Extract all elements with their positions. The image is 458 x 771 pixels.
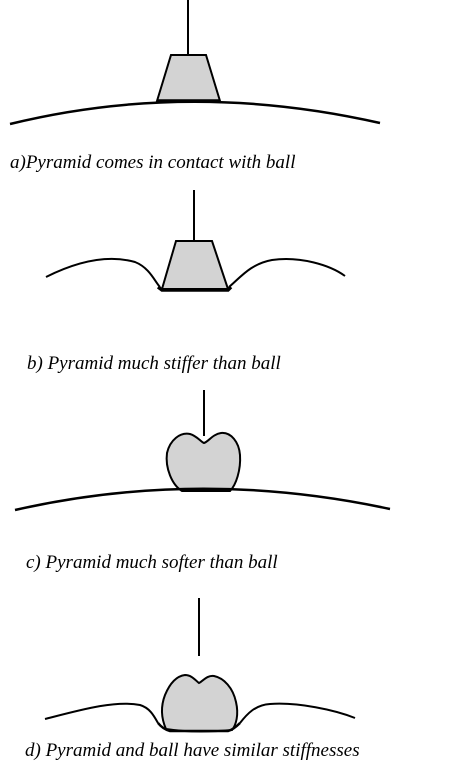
- panel-b-drawing: [45, 190, 346, 292]
- panel-a: a)Pyramid comes in contact with ball: [0, 0, 458, 190]
- panel-c-indenter: [165, 431, 242, 492]
- panel-b-contact-line: [156, 285, 233, 292]
- panel-b: b) Pyramid much stiffer than ball: [0, 190, 458, 390]
- panel-a-drawing: [9, 0, 381, 126]
- panel-c: c) Pyramid much softer than ball: [0, 390, 458, 580]
- panel-a-pyramid: [155, 54, 222, 102]
- panel-b-ball-surface-right: [228, 258, 346, 288]
- panel-d-ball-surface-left: [44, 702, 159, 724]
- panel-b-ball-surface-left: [45, 257, 161, 288]
- panel-d-drawing: [44, 598, 356, 733]
- panel-a-ball-surface: [9, 100, 381, 126]
- panel-b-caption: b) Pyramid much stiffer than ball: [27, 353, 281, 374]
- panel-c-drawing: [14, 390, 391, 512]
- panel-d-ball-surface-right: [239, 702, 356, 724]
- panel-b-pyramid: [160, 240, 230, 290]
- panel-d-indenter: [161, 673, 239, 733]
- panel-d-contact-line: [157, 722, 241, 733]
- panel-c-ball-surface: [14, 487, 391, 512]
- panel-d-caption: d) Pyramid and ball have similar stiffne…: [25, 740, 360, 761]
- panel-d: d) Pyramid and ball have similar stiffne…: [0, 580, 458, 771]
- panel-a-caption: a)Pyramid comes in contact with ball: [10, 152, 296, 173]
- panel-c-caption: c) Pyramid much softer than ball: [26, 552, 278, 573]
